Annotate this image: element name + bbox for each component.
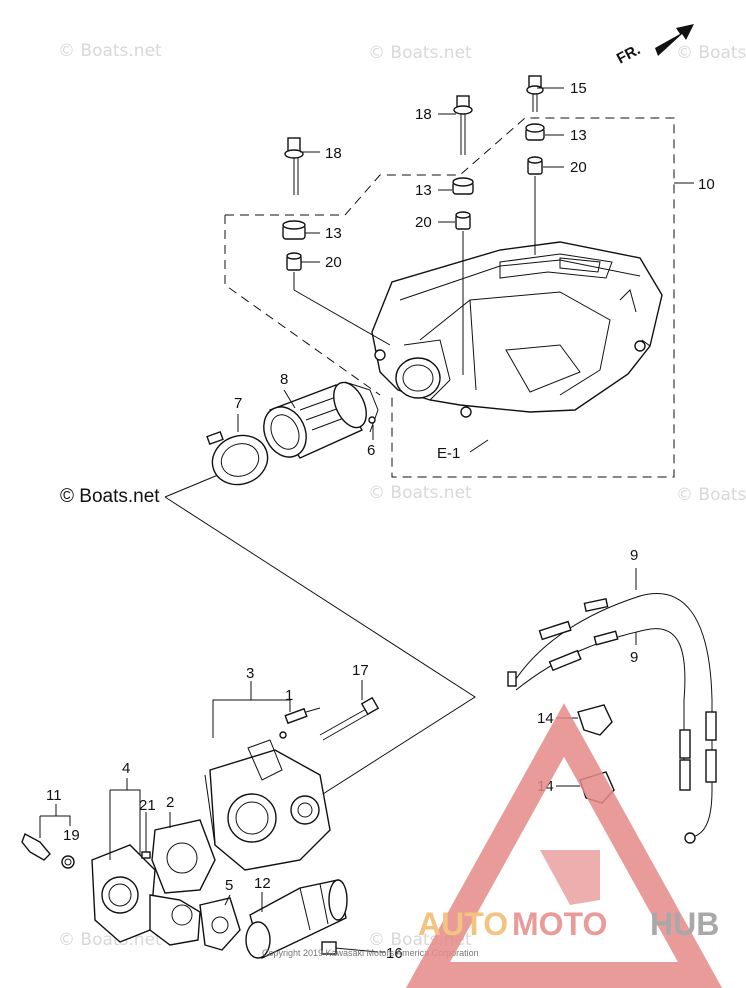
callout-9: 9 — [630, 649, 638, 666]
callout-20: 20 — [415, 214, 432, 231]
callout-16: 16 — [386, 945, 403, 962]
watermark: © Boats.net — [676, 485, 746, 505]
throttle-body-assembly — [21, 696, 380, 959]
watermarks: © Boats.net © Boats.net © Boats.net © Bo… — [58, 41, 746, 950]
logo-triangle-icon — [405, 703, 723, 988]
callout-3: 3 — [246, 665, 254, 682]
intake-boot-assembly — [206, 381, 379, 486]
callout-15: 15 — [570, 80, 587, 97]
copyright-text: Copyright 2019 Kawasaki Motors America C… — [262, 948, 479, 958]
callout-12: 12 — [254, 875, 271, 892]
logo-text-moto: MOTO — [512, 906, 607, 942]
logo-inner-mark — [540, 850, 600, 905]
air-box-housing — [371, 241, 663, 418]
callout-6: 6 — [367, 442, 375, 459]
callout-4: 4 — [122, 760, 130, 777]
callout-20: 20 — [570, 159, 587, 176]
callout-7: 7 — [234, 395, 242, 412]
callout-13: 13 — [570, 127, 587, 144]
callout-11: 11 — [46, 787, 62, 804]
callout-13: 13 — [325, 225, 342, 242]
callout-e1: E-1 — [437, 445, 460, 462]
callout-18: 18 — [325, 145, 342, 162]
callout-13: 13 — [415, 182, 432, 199]
callout-19: 19 — [63, 827, 80, 844]
watermark: © Boats.net — [58, 41, 162, 61]
callout-labels: 15 13 20 10 18 13 20 18 13 20 7 8 6 E-1 … — [46, 80, 715, 962]
front-label: FR. — [614, 41, 643, 67]
bolt-stacks — [282, 75, 545, 375]
logo-text-hub: HUB — [650, 906, 719, 942]
callout-5: 5 — [225, 877, 233, 894]
callout-21: 21 — [139, 797, 156, 814]
watermark: © Boats.net — [368, 43, 472, 63]
leader-lines — [39, 87, 637, 953]
callout-14: 14 — [537, 710, 554, 727]
automotohub-logo: AUTO MOTO HUB — [405, 703, 723, 988]
watermark: © Boats.net — [676, 43, 746, 63]
callout-1: 1 — [285, 687, 293, 704]
watermark: © Boats.net — [368, 483, 472, 503]
callout-20: 20 — [325, 254, 342, 271]
callout-10: 10 — [698, 176, 715, 193]
callout-2: 2 — [166, 794, 174, 811]
main-watermark: © Boats.net — [60, 486, 160, 507]
callout-18: 18 — [415, 106, 432, 123]
logo-text-auto: AUTO — [418, 906, 508, 942]
arrow-icon — [655, 24, 694, 56]
callout-8: 8 — [280, 371, 288, 388]
callout-17: 17 — [352, 662, 369, 679]
callout-9: 9 — [630, 547, 638, 564]
